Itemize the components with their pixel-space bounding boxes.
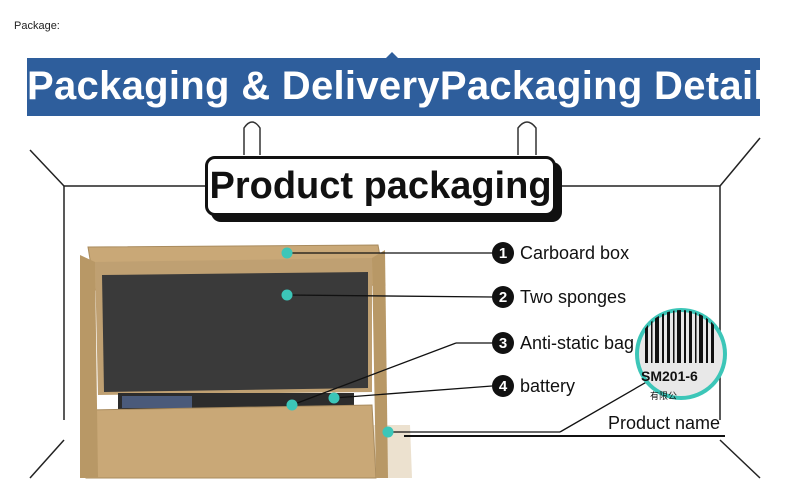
callout-number: 3 (492, 332, 514, 354)
callout-carboard-box: 1 Carboard box (492, 242, 629, 264)
callout-battery: 4 battery (492, 375, 575, 397)
callout-number: 4 (492, 375, 514, 397)
callout-markers (281, 247, 394, 438)
callout-label: battery (520, 375, 576, 396)
callout-label: Two sponges (520, 286, 627, 307)
sign-title: Product packaging (209, 165, 552, 207)
callout-anti-static-bag: 3 Anti-static bag (492, 332, 634, 354)
callout-label: Anti-static bag (520, 332, 635, 353)
callout-label: Carboard box (520, 242, 630, 263)
leader-lines (286, 252, 725, 437)
banner-notch (385, 52, 399, 59)
callout-number: 2 (492, 286, 514, 308)
banner-title: Packaging & DeliveryPackaging Detail (27, 64, 765, 108)
product-code-subtext: 有限公 (650, 391, 678, 401)
product-code: SM201-6 (641, 368, 698, 384)
product-packaging-sign: Product packaging (205, 156, 556, 216)
package-label: Package: (14, 20, 60, 32)
callout-two-sponges: 2 Two sponges (492, 286, 626, 308)
barcode-magnifier (635, 308, 727, 400)
sign-hooks (243, 121, 537, 155)
product-name-label: Product name (608, 413, 721, 433)
callout-number: 1 (492, 242, 514, 264)
header-banner: Packaging & DeliveryPackaging Detail (27, 58, 765, 116)
cardboard-box (80, 244, 412, 479)
room-outline (29, 137, 761, 479)
